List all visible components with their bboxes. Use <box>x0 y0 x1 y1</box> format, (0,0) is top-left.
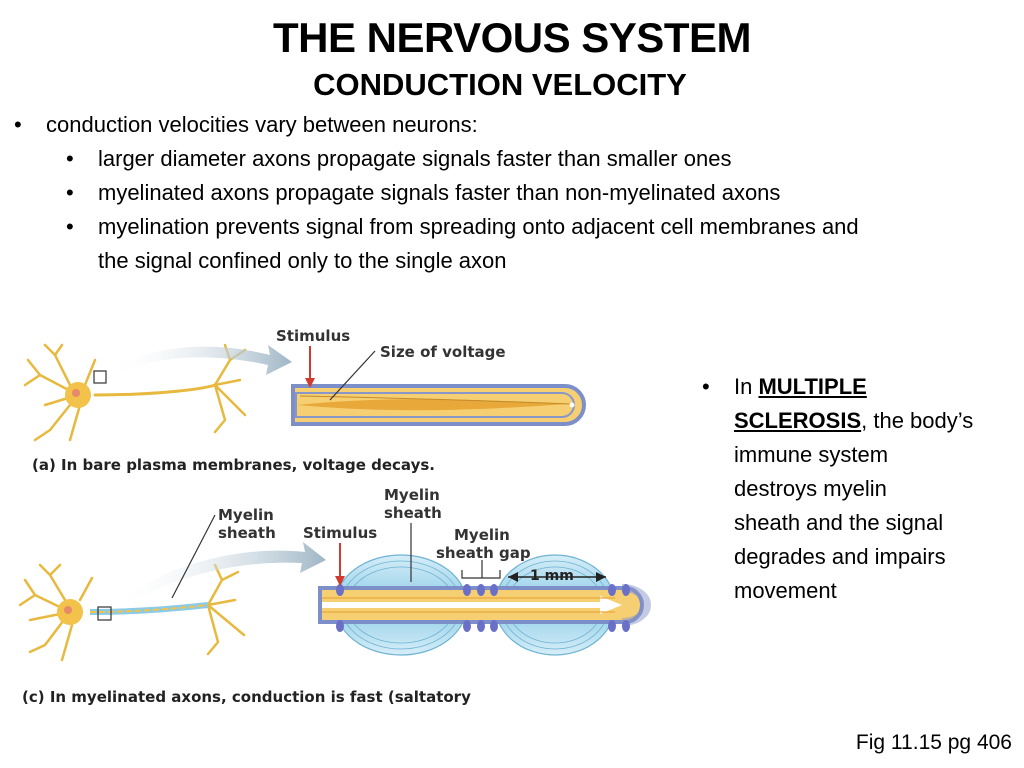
ms-line-2: immune system <box>734 442 889 467</box>
zoom-arrow-a <box>108 345 292 378</box>
neuron-c <box>18 563 246 662</box>
ms-line-1: , the body’s <box>861 408 974 433</box>
zoom-box-a <box>93 370 107 384</box>
scale-bar <box>508 572 606 582</box>
slide-title: THE NERVOUS SYSTEM <box>273 14 751 61</box>
sub-bullet-3-cont: the signal confined only to the single a… <box>98 248 507 273</box>
stimulus-label-a: Stimulus <box>276 327 350 345</box>
zoom-arrow-c <box>112 542 326 614</box>
caption-c: (c) In myelinated axons, conduction is f… <box>22 688 471 706</box>
bullet-dot: • <box>66 146 74 171</box>
scale-label: 1 mm <box>530 568 574 584</box>
myelin-sheath-left-1: Myelin <box>218 506 274 524</box>
myelinated-axon <box>318 584 651 626</box>
sub-bullet-1: larger diameter axons propagate signals … <box>98 146 732 171</box>
bullet-dot: • <box>702 374 710 399</box>
myelin-sheath-left-2: sheath <box>218 524 276 542</box>
size-of-voltage-label: Size of voltage <box>380 343 506 361</box>
ms-prefix: In <box>734 374 759 399</box>
slide-subtitle: CONDUCTION VELOCITY <box>313 67 687 102</box>
sub-bullet-3: myelination prevents signal from spreadi… <box>98 214 859 239</box>
ms-line-4: sheath and the signal <box>734 510 944 535</box>
bare-axon <box>291 384 586 426</box>
ms-highlight-1: MULTIPLE <box>758 374 867 399</box>
zoom-box-c <box>97 606 112 621</box>
caption-a: (a) In bare plasma membranes, voltage de… <box>32 456 435 474</box>
bullet-dot: • <box>66 180 74 205</box>
sheath-gap-1: Myelin <box>454 526 510 544</box>
ms-line-3: destroys myelin <box>734 476 887 501</box>
stimulus-label-c: Stimulus <box>303 524 377 542</box>
ms-line-6: movement <box>734 578 837 603</box>
ms-line-5: degrades and impairs <box>734 544 946 569</box>
sub-bullet-2: myelinated axons propagate signals faste… <box>98 180 781 205</box>
figure-reference: Fig 11.15 pg 406 <box>855 731 1012 754</box>
bullet-dot: • <box>66 214 74 239</box>
nodes-of-ranvier <box>336 584 630 632</box>
bullet-dot: • <box>14 112 22 137</box>
myelin-sheath-top-1: Myelin <box>384 486 440 504</box>
sheath-gap-2: sheath gap <box>436 544 531 562</box>
bullet-main: conduction velocities vary between neuro… <box>46 112 478 137</box>
ms-note: In MULTIPLE SCLEROSIS, the body’s immune… <box>734 370 1014 608</box>
ms-highlight-2: SCLEROSIS <box>734 408 862 433</box>
myelin-sheath-top-2: sheath <box>384 504 442 522</box>
